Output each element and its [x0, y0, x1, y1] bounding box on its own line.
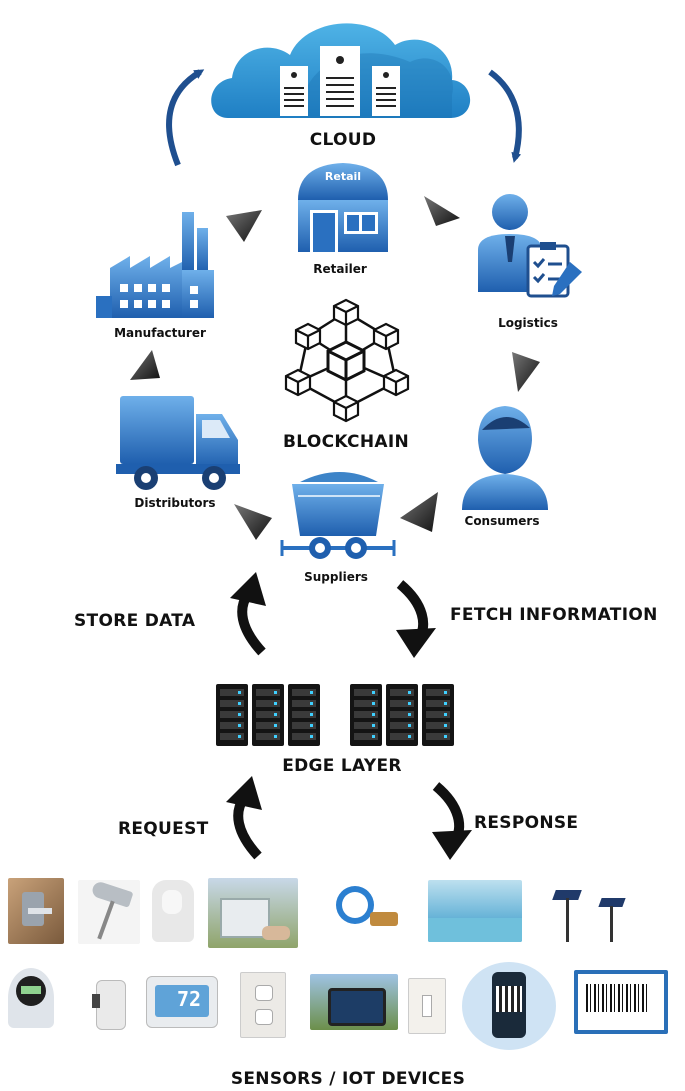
cycle-arrow-logistics-to-consumers: [512, 352, 540, 392]
smart-home-tablet-icon: [310, 974, 398, 1030]
cloud-server-icon: [280, 46, 400, 116]
qr-code-phone-icon: [462, 962, 556, 1050]
cloud-label: CLOUD: [309, 130, 377, 150]
request-label: REQUEST: [118, 819, 209, 839]
block-cube: [332, 394, 360, 423]
server-unit-icon: [216, 684, 248, 746]
distributors-label: Distributors: [134, 496, 216, 510]
blockchain-label: BLOCKCHAIN: [283, 432, 409, 452]
garage-door-icon: [208, 878, 298, 948]
edge-server-rack-right: [350, 684, 454, 746]
consumers-icon: [462, 406, 548, 510]
consumers-label: Consumers: [464, 514, 540, 528]
cycle-arrow-distributors-to-manufacturer: [130, 350, 160, 380]
fetch-information-label: FETCH INFORMATION: [450, 605, 658, 625]
server-unit-icon: [288, 684, 320, 746]
manufacturer-label: Manufacturer: [114, 326, 206, 340]
distributors-icon: [116, 396, 240, 490]
suppliers-label: Suppliers: [304, 570, 368, 584]
server-unit-icon: [252, 684, 284, 746]
motion-sensor-icon: [152, 880, 194, 942]
block-cube: [372, 322, 400, 351]
block-cube-center: [326, 340, 366, 382]
cloud-icon: [211, 23, 471, 118]
manufacturer-icon: [96, 212, 214, 318]
block-cube: [294, 322, 322, 351]
sensors-iot-label: SENSORS / IOT DEVICES: [230, 1069, 466, 1089]
server-unit-icon: [422, 684, 454, 746]
electric-meter-icon: [8, 968, 54, 1028]
smart-lock-icon: [8, 878, 64, 944]
block-cube: [332, 298, 360, 327]
block-cube: [284, 368, 312, 397]
blockchain-icon: [284, 298, 410, 423]
cycle-arrow-manufacturer-to-retailer: [226, 210, 262, 242]
security-camera-icon: [78, 880, 140, 944]
cycle-arrow-consumers-to-suppliers: [400, 492, 438, 532]
fetch-information-arrow: [396, 580, 436, 658]
smart-plug-icon: [88, 972, 130, 1032]
request-arrow: [226, 776, 262, 860]
barcode-icon: [574, 970, 668, 1034]
logistics-icon: [478, 194, 582, 298]
server-unit-icon: [386, 684, 418, 746]
cycle-arrow-suppliers-to-distributors: [234, 504, 272, 540]
thermostat-display: 72: [177, 987, 202, 1011]
retailer-sign: Retail: [324, 170, 362, 183]
server-unit-icon: [350, 684, 382, 746]
edge-server-rack-left: [216, 684, 320, 746]
edge-layer-label: EDGE LAYER: [282, 756, 402, 776]
power-outlet-icon: [240, 972, 286, 1038]
smart-factory-icon: [428, 880, 522, 942]
thermostat-icon: 72: [146, 976, 218, 1028]
light-switch-icon: [408, 978, 446, 1034]
response-arrow: [432, 782, 472, 860]
response-label: RESPONSE: [474, 813, 579, 833]
logistics-label: Logistics: [498, 316, 558, 330]
store-data-label: STORE DATA: [74, 611, 196, 631]
suppliers-icon: [280, 472, 396, 559]
retailer-icon: [298, 163, 388, 252]
store-data-arrow: [230, 572, 266, 656]
block-cube: [382, 368, 410, 397]
retailer-label: Retailer: [313, 262, 367, 276]
cloud-arrow-up-left: [166, 69, 205, 167]
water-meter-icon: [330, 882, 400, 938]
solar-streetlight-icon: [544, 880, 628, 942]
cycle-arrow-retailer-to-logistics: [424, 196, 460, 226]
cloud-arrow-down-right: [488, 69, 522, 163]
